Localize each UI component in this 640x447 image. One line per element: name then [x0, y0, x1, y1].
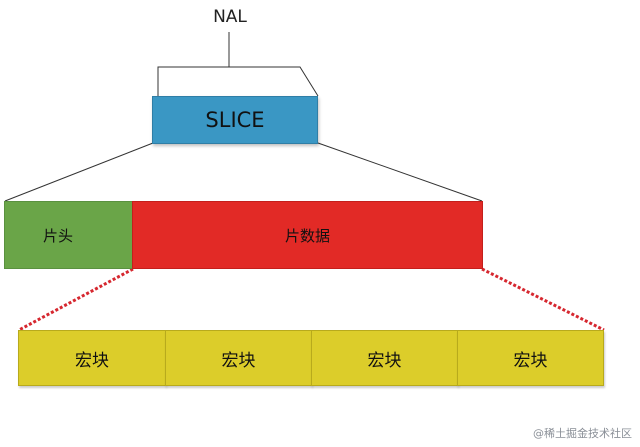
slice-data-box: 片数据 — [132, 201, 483, 269]
slice-label: SLICE — [205, 108, 265, 132]
macroblock-box: 宏块 — [311, 330, 458, 386]
slice-left-connector — [4, 142, 154, 202]
slice-right-connector — [317, 142, 483, 202]
slice-header-box: 片头 — [4, 201, 133, 269]
macroblock-box: 宏块 — [165, 330, 312, 386]
slice-data-label: 片数据 — [284, 226, 330, 245]
nal-label: NAL — [213, 7, 247, 27]
data-right-dashed-connector — [481, 267, 605, 332]
macroblock-label: 宏块 — [75, 350, 109, 371]
macroblock-label: 宏块 — [513, 350, 548, 371]
slice-box: SLICE — [152, 96, 318, 144]
slice-header-label: 片头 — [43, 226, 74, 245]
macroblock-label: 宏块 — [367, 350, 402, 371]
watermark: @稀土掘金技术社区 — [533, 427, 632, 440]
data-left-dashed-connector — [18, 267, 134, 332]
macroblock-box: 宏块 — [18, 330, 166, 386]
nal-bracket — [157, 66, 319, 97]
macroblock-box: 宏块 — [457, 330, 604, 386]
macroblock-label: 宏块 — [221, 350, 256, 371]
